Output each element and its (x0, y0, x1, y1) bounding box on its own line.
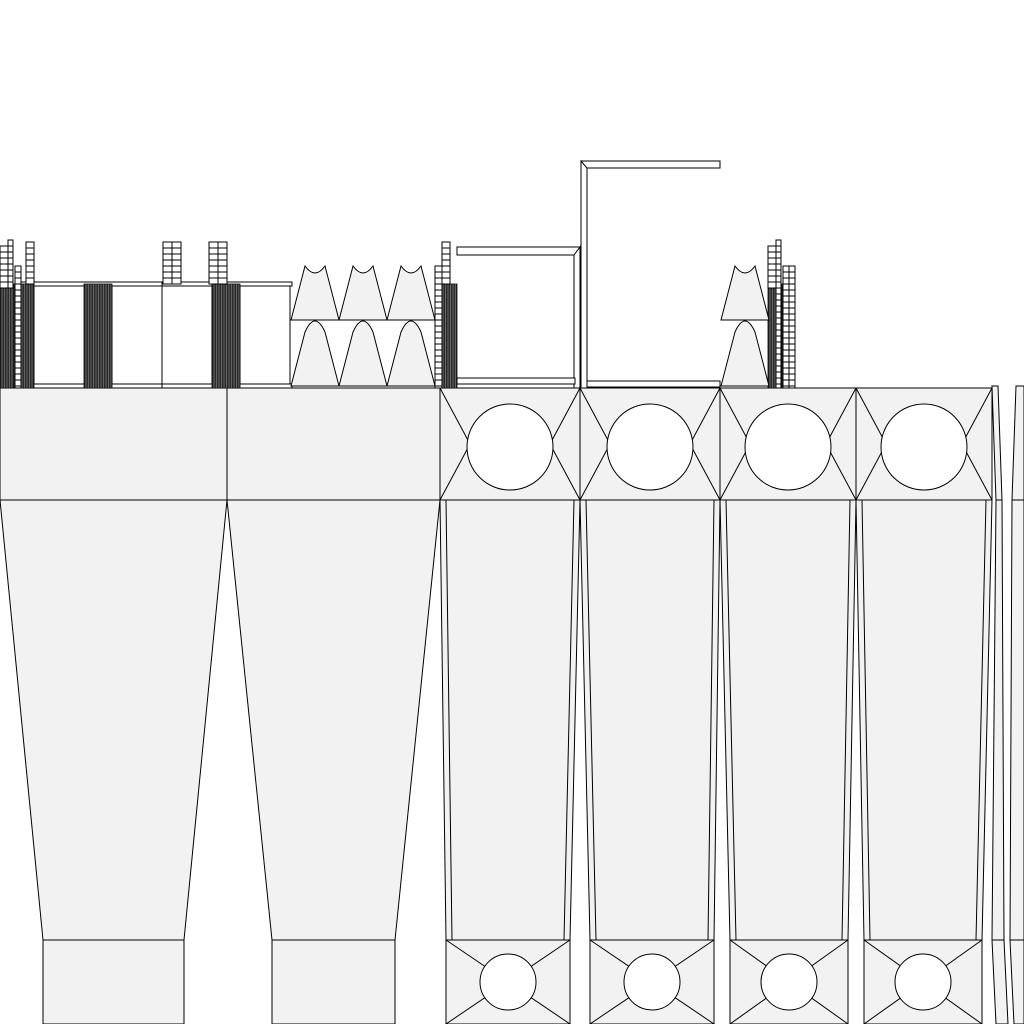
frame-rail-bottom (19, 383, 293, 389)
tapered-panel-second (226, 387, 441, 1024)
cone-lower (290, 320, 340, 387)
cone-pair (720, 264, 770, 387)
rung-strip-frame (434, 265, 443, 389)
rung-strip (441, 241, 451, 285)
l-piece-leg (580, 159, 588, 389)
rung-strip (14, 265, 22, 389)
frame-window (239, 285, 291, 385)
circle-panel-column (579, 499, 721, 941)
circle-panels-group (439, 387, 993, 1024)
column-edge (445, 499, 453, 941)
column-edge (585, 499, 597, 941)
ladder-group (0, 239, 796, 389)
panel-bottom-face (42, 939, 185, 1024)
l-piece-small (456, 245, 581, 389)
top-frame-left (19, 281, 293, 389)
dark-strip-body (83, 283, 113, 389)
panel-taper-face (226, 499, 441, 941)
l-piece-leg (573, 245, 581, 389)
small-porthole-circle (894, 953, 952, 1011)
column-edge (563, 499, 575, 941)
rung-strip (25, 241, 35, 285)
cone-lower (338, 320, 388, 387)
rung-strip (7, 239, 14, 289)
dark-strip (0, 283, 15, 389)
l-piece-arm (456, 246, 581, 256)
dark-strip (19, 283, 35, 389)
dark-strip-body (211, 283, 241, 389)
tapered-panel-left (0, 387, 228, 1024)
rung-strip (782, 265, 796, 389)
column-edge (707, 499, 715, 941)
rung-strip (775, 239, 782, 389)
porthole-circle (466, 403, 554, 491)
rung-strip-frame (25, 241, 35, 285)
cone-pair (290, 264, 340, 387)
circle-panel-column (719, 499, 857, 941)
porthole-circle (880, 403, 968, 491)
rung-strip-frame (14, 265, 22, 389)
rung-strip-frame (441, 241, 451, 285)
circle-panel-column (855, 499, 993, 941)
column-edge (725, 499, 737, 941)
panel-top-face (0, 387, 228, 501)
small-porthole-circle (623, 953, 681, 1011)
l-piece-tall (580, 159, 721, 389)
panel-top-face (226, 387, 441, 501)
dark-strip (211, 283, 241, 389)
thin-strip-top (991, 385, 1003, 501)
cone-upper (338, 264, 388, 321)
column-edge (861, 499, 871, 941)
dark-strip-body (440, 283, 458, 389)
small-porthole-circle (479, 953, 537, 1011)
rung-strip (208, 241, 228, 285)
circle-panel (579, 387, 721, 1024)
rung-strip-frame (775, 239, 782, 389)
thin-strip-bottom (991, 939, 1009, 1024)
frame-rail-top (19, 281, 293, 287)
cone-group (290, 264, 770, 387)
cone-lower (386, 320, 436, 387)
cone-pair (338, 264, 388, 387)
rung-strip (767, 245, 777, 289)
dark-strip (440, 283, 458, 389)
l-piece-base (456, 377, 576, 385)
thin-strip-mid (991, 499, 1005, 941)
cone-lower (720, 320, 770, 387)
thin-strip-top (1011, 385, 1024, 501)
rung-strip (0, 245, 9, 289)
cone-pair (386, 264, 436, 387)
thin-side-strips (991, 385, 1024, 1024)
circle-panel (855, 387, 993, 1024)
porthole-circle (744, 403, 832, 491)
thin-strip-mid (1009, 499, 1024, 941)
cone-upper (720, 264, 770, 321)
dark-strip (83, 283, 113, 389)
panel-bottom-face (271, 939, 396, 1024)
rung-strip (434, 265, 443, 389)
thin-strip-bottom (1009, 939, 1024, 1024)
l-piece-arm (580, 160, 721, 169)
circle-panel (719, 387, 857, 1024)
cone-upper (290, 264, 340, 321)
l-piece-base (586, 380, 721, 388)
panel-taper-face (0, 499, 228, 941)
frame-window (33, 285, 87, 385)
small-porthole-circle (760, 953, 818, 1011)
cone-upper (386, 264, 436, 321)
rung-strip (162, 241, 182, 285)
porthole-circle (606, 403, 694, 491)
column-edge (841, 499, 851, 941)
circle-panel-column (439, 499, 581, 941)
column-edge (975, 499, 987, 941)
circle-panel (439, 387, 581, 1024)
